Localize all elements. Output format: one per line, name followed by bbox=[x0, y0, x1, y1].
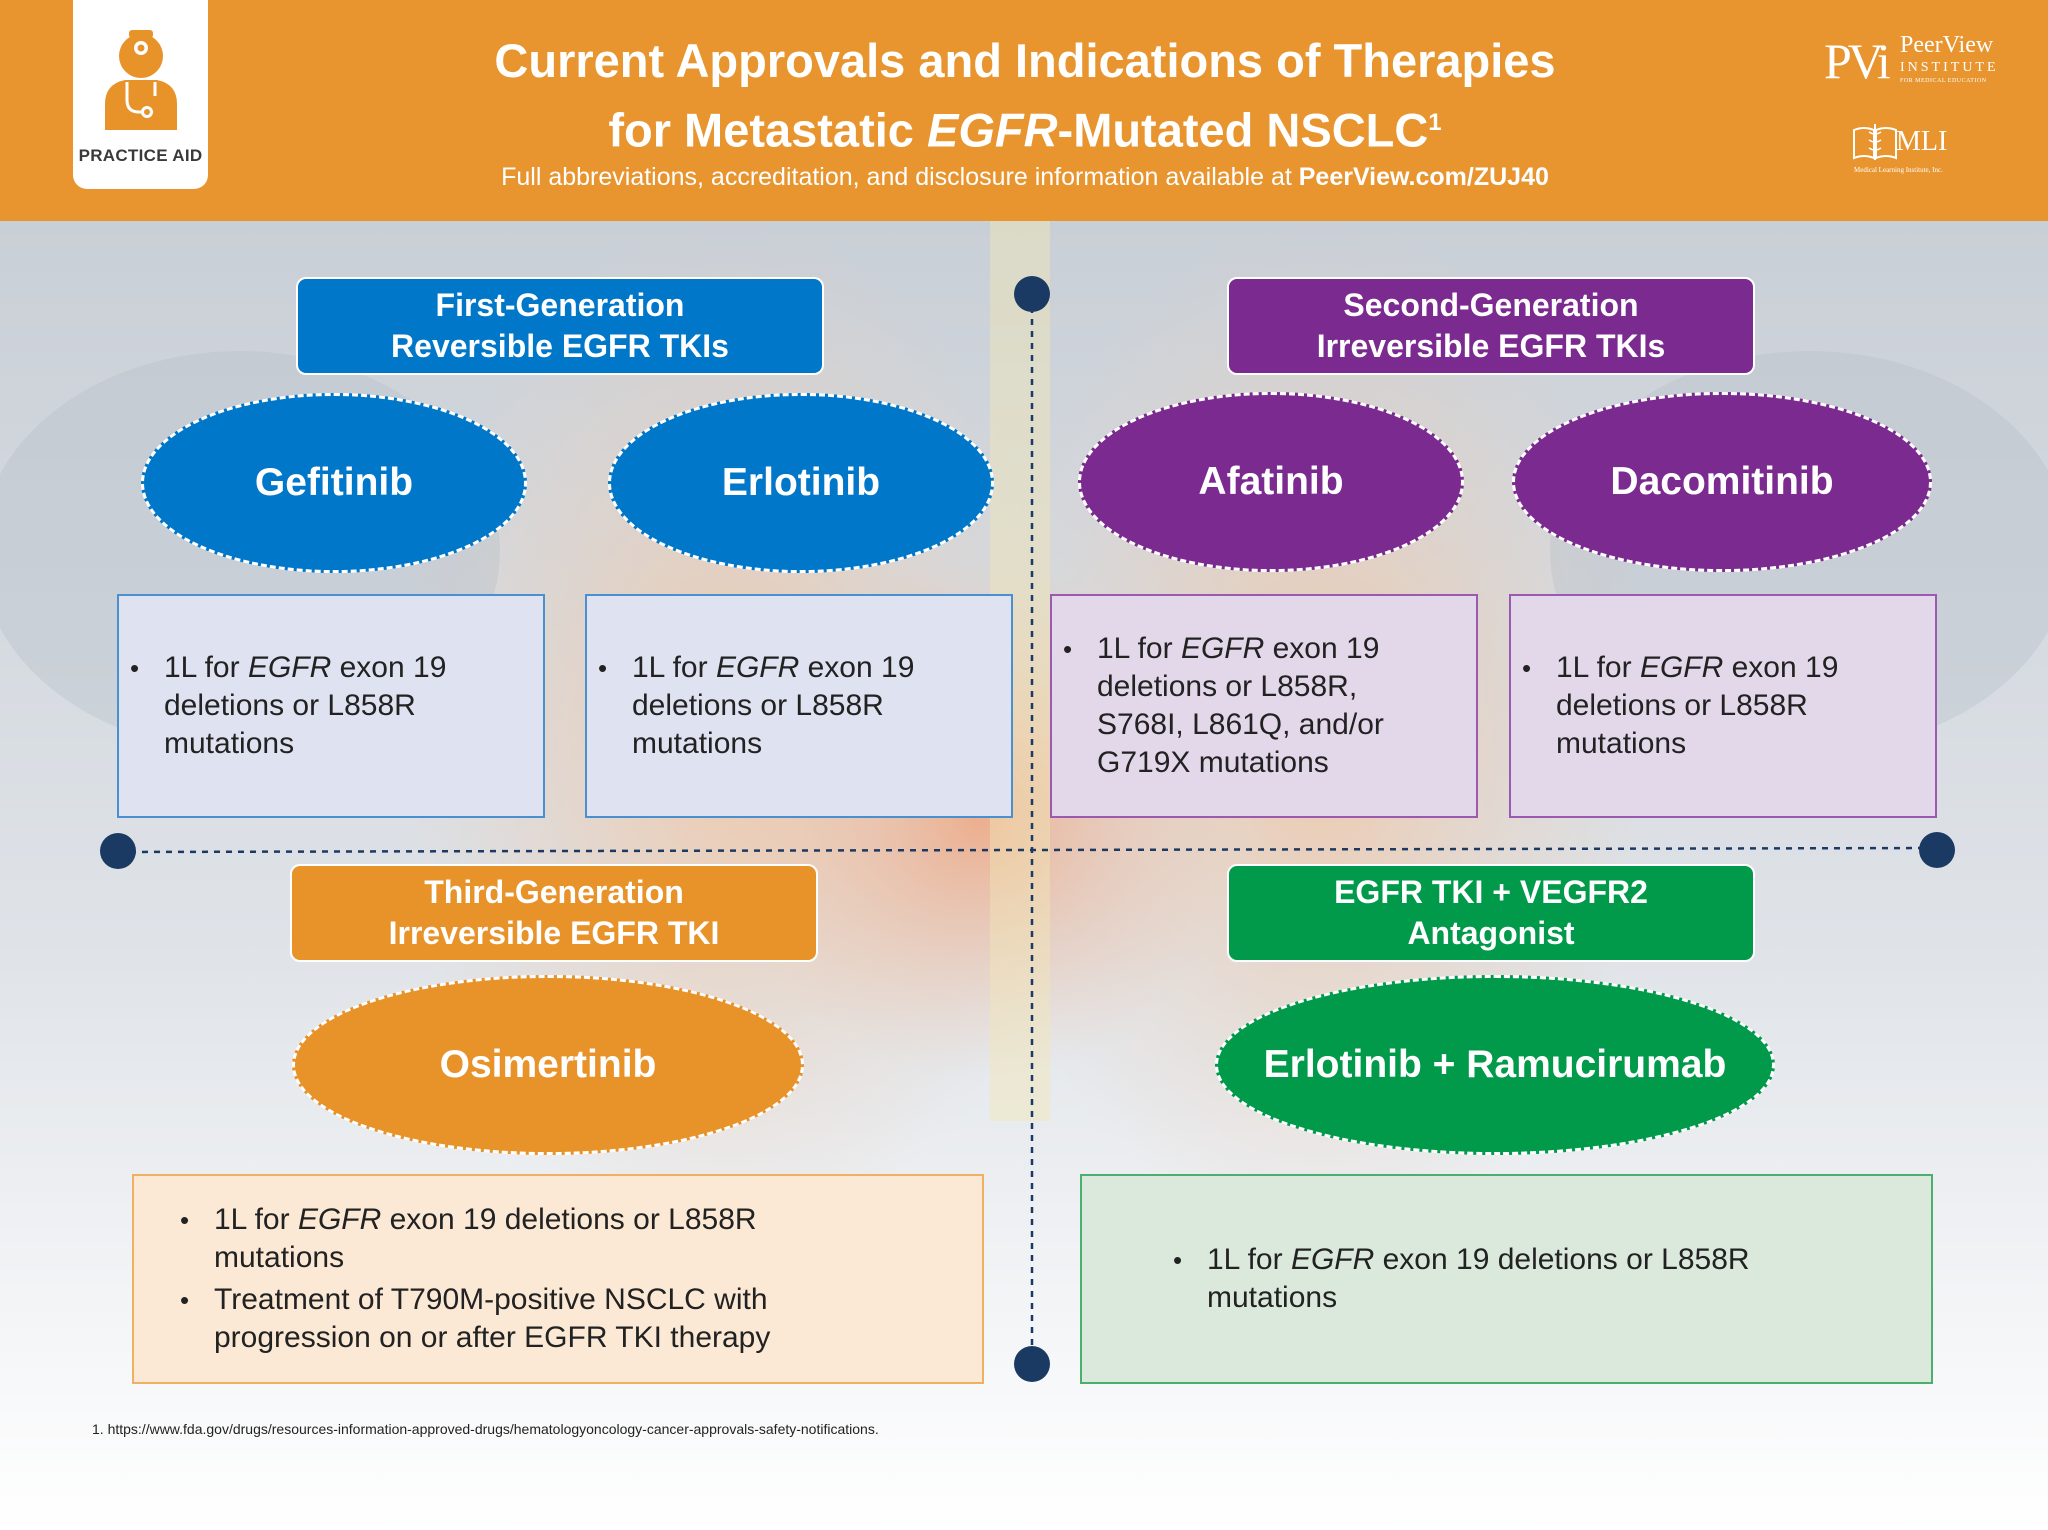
drug-name: Osimertinib bbox=[439, 1043, 657, 1086]
category-line-1: EGFR TKI + VEGFR2 bbox=[1334, 874, 1648, 910]
indication-box-erlotinib: 1L for EGFR exon 19 deletions or L858R m… bbox=[585, 594, 1013, 818]
drug-oval-erlotinib-ramucirumab: Erlotinib + Ramucirumab bbox=[1215, 975, 1775, 1155]
category-line-1: Third-Generation bbox=[424, 874, 684, 910]
doctor-icon bbox=[105, 30, 177, 130]
drug-oval-dacomitinib: Dacomitinib bbox=[1512, 392, 1932, 572]
drug-name: Dacomitinib bbox=[1610, 460, 1834, 503]
drug-oval-afatinib: Afatinib bbox=[1078, 392, 1464, 572]
category-line-1: Second-Generation bbox=[1343, 287, 1639, 323]
title-line-2-post: -Mutated NSCLC bbox=[1057, 103, 1429, 157]
indication-item: 1L for EGFR exon 19 deletions or L858R m… bbox=[598, 649, 922, 763]
peerview-logo: PVi PeerView INSTITUTE FOR MEDICAL EDUCA… bbox=[1820, 30, 2000, 100]
indication-box-erlotinib-ramucirumab: 1L for EGFR exon 19 deletions or L858R m… bbox=[1080, 1174, 1933, 1384]
category-line-2: Reversible EGFR TKIs bbox=[391, 328, 729, 364]
category-line-2: Irreversible EGFR TKIs bbox=[1316, 328, 1666, 364]
indication-box-dacomitinib: 1L for EGFR exon 19 deletions or L858R m… bbox=[1509, 594, 1937, 818]
pvi-subtitle: FOR MEDICAL EDUCATION bbox=[1900, 78, 1987, 84]
drug-oval-gefitinib: Gefitinib bbox=[141, 393, 527, 573]
category-line-2: Antagonist bbox=[1407, 915, 1575, 951]
title-footnote-marker: 1 bbox=[1428, 109, 1442, 136]
title-line-2-italic: EGFR bbox=[926, 103, 1058, 157]
subtitle-link[interactable]: PeerView.com/ZUJ40 bbox=[1298, 163, 1549, 191]
drug-name: Gefitinib bbox=[254, 461, 414, 504]
title-line-1: Current Approvals and Indications of The… bbox=[494, 34, 1556, 87]
indication-item: 1L for EGFR exon 19 deletions or L858R, … bbox=[1063, 630, 1447, 782]
indication-item: 1L for EGFR exon 19 deletions or L858R m… bbox=[1522, 649, 1846, 763]
mli-subtitle: Medical Learning Institute, Inc. bbox=[1854, 166, 1943, 174]
drug-name: Erlotinib bbox=[721, 461, 881, 504]
mli-text: MLI bbox=[1896, 126, 1948, 157]
drug-oval-erlotinib: Erlotinib bbox=[608, 393, 994, 573]
drug-name: Afatinib bbox=[1198, 460, 1344, 503]
category-line-1: First-Generation bbox=[435, 287, 685, 323]
indication-box-osimertinib: 1L for EGFR exon 19 deletions or L858R m… bbox=[132, 1174, 984, 1384]
mli-logo: MLI Medical Learning Institute, Inc. bbox=[1852, 120, 1982, 180]
practice-aid-badge: PRACTICE AID bbox=[73, 0, 208, 189]
pvi-mark: PVi bbox=[1824, 33, 1891, 89]
pvi-institute: INSTITUTE bbox=[1900, 60, 1999, 75]
book-caduceus-icon bbox=[1853, 124, 1897, 160]
category-line-2: Irreversible EGFR TKI bbox=[388, 915, 720, 951]
drug-oval-osimertinib: Osimertinib bbox=[292, 975, 804, 1155]
footnote: 1. https://www.fda.gov/drugs/resources-i… bbox=[92, 1421, 879, 1437]
indication-item: Treatment of T790M-positive NSCLC with p… bbox=[180, 1281, 834, 1357]
subtitle-text: Full abbreviations, accreditation, and d… bbox=[501, 163, 1299, 191]
indication-item: 1L for EGFR exon 19 deletions or L858R m… bbox=[180, 1201, 774, 1277]
subtitle: Full abbreviations, accreditation, and d… bbox=[300, 163, 1750, 192]
page-title: Current Approvals and Indications of The… bbox=[300, 30, 1750, 162]
indication-item: 1L for EGFR exon 19 deletions or L858R m… bbox=[130, 649, 454, 763]
badge-label: PRACTICE AID bbox=[78, 146, 203, 165]
drug-name: Erlotinib + Ramucirumab bbox=[1263, 1043, 1727, 1086]
indication-box-gefitinib: 1L for EGFR exon 19 deletions or L858R m… bbox=[117, 594, 545, 818]
indication-box-afatinib: 1L for EGFR exon 19 deletions or L858R, … bbox=[1050, 594, 1478, 818]
title-line-2-pre: for Metastatic bbox=[608, 103, 927, 157]
header-banner: PRACTICE AID Current Approvals and Indic… bbox=[0, 0, 2048, 221]
pvi-name: PeerView bbox=[1900, 32, 1994, 58]
indication-item: 1L for EGFR exon 19 deletions or L858R m… bbox=[1173, 1241, 1767, 1317]
title-line-2: for Metastatic EGFR-Mutated NSCLC1 bbox=[300, 92, 1750, 162]
